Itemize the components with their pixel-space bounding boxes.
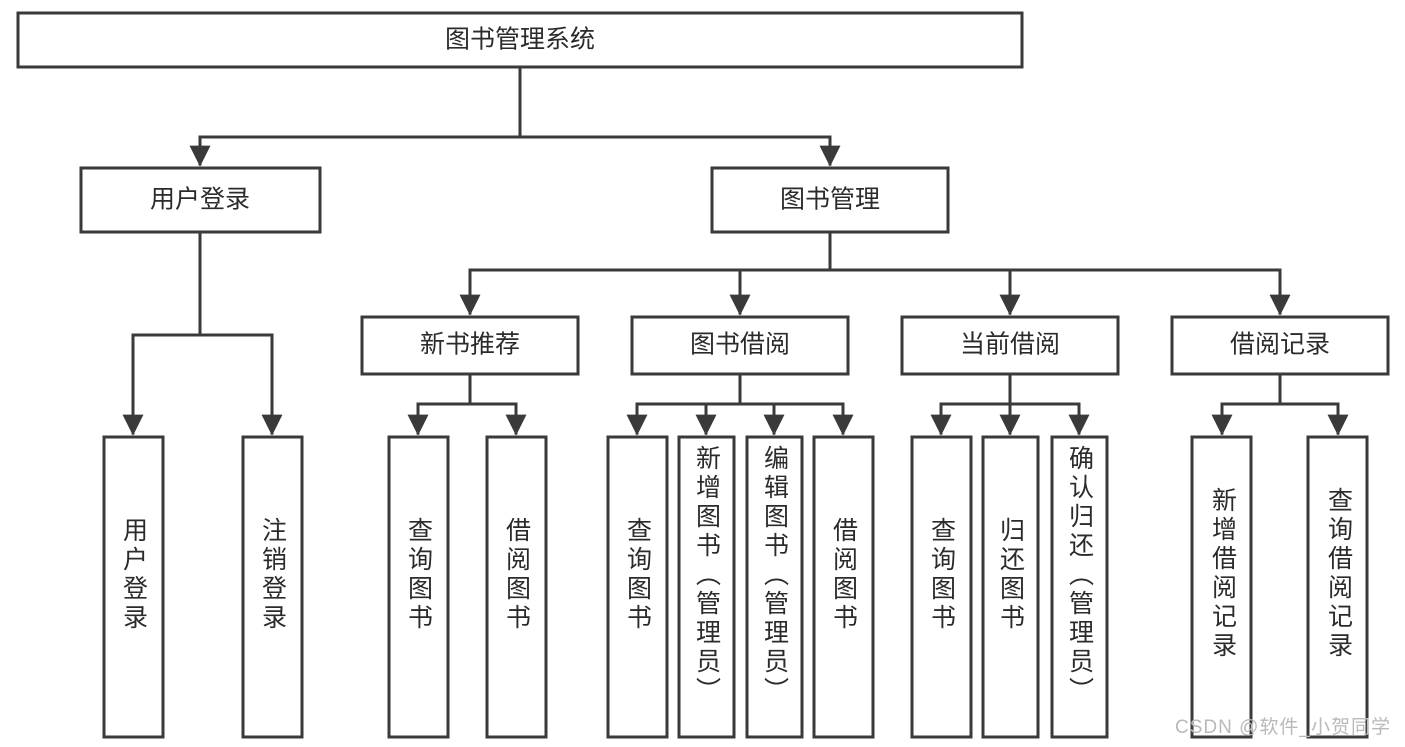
node-leaf-2-box[interactable] — [241, 435, 304, 739]
node-book-manage[interactable]: 图书管理 — [710, 166, 950, 234]
node-book-manage-box[interactable] — [710, 166, 950, 234]
node-user-login-box[interactable] — [79, 166, 322, 234]
node-borrow-record-label: 借阅记录 — [1230, 331, 1330, 359]
node-user-login[interactable]: 用户登录 — [79, 166, 322, 234]
node-leaf-13-box[interactable] — [1306, 435, 1369, 739]
node-leaf-6-box[interactable] — [677, 435, 736, 739]
node-root-box[interactable] — [16, 11, 1024, 69]
node-leaf-11-box[interactable] — [1050, 435, 1109, 739]
node-leaf-5-box[interactable] — [606, 435, 669, 739]
node-book-manage-label: 图书管理 — [780, 186, 880, 214]
node-current-borrow-box[interactable] — [900, 315, 1120, 376]
leaf-box-group — [102, 435, 1369, 739]
node-current-borrow[interactable]: 当前借阅 — [900, 315, 1120, 376]
node-leaf-7-box[interactable] — [745, 435, 804, 739]
node-leaf-9-box[interactable] — [910, 435, 973, 739]
node-leaf-4-box[interactable] — [485, 435, 548, 739]
node-book-borrow-box[interactable] — [630, 315, 850, 376]
node-leaf-1-box[interactable] — [102, 435, 165, 739]
node-leaf-10-box[interactable] — [981, 435, 1040, 739]
node-user-login-label: 用户登录 — [150, 186, 250, 214]
node-book-borrow-label: 图书借阅 — [690, 331, 790, 359]
node-new-book-recommend-label: 新书推荐 — [420, 331, 520, 359]
node-leaf-3-box[interactable] — [387, 435, 450, 739]
node-borrow-record[interactable]: 借阅记录 — [1170, 315, 1390, 376]
node-leaf-12-box[interactable] — [1190, 435, 1253, 739]
node-new-book-recommend[interactable]: 新书推荐 — [360, 315, 580, 376]
connector-group — [122, 65, 1349, 436]
node-book-borrow[interactable]: 图书借阅 — [630, 315, 850, 376]
node-current-borrow-label: 当前借阅 — [960, 331, 1060, 359]
node-root[interactable]: 图书管理系统 — [16, 11, 1024, 69]
node-new-book-recommend-box[interactable] — [360, 315, 580, 376]
watermark-text: CSDN @软件_小贺同学 — [1175, 717, 1391, 738]
node-borrow-record-box[interactable] — [1170, 315, 1390, 376]
node-root-label: 图书管理系统 — [445, 26, 595, 54]
node-leaf-8-box[interactable] — [812, 435, 875, 739]
